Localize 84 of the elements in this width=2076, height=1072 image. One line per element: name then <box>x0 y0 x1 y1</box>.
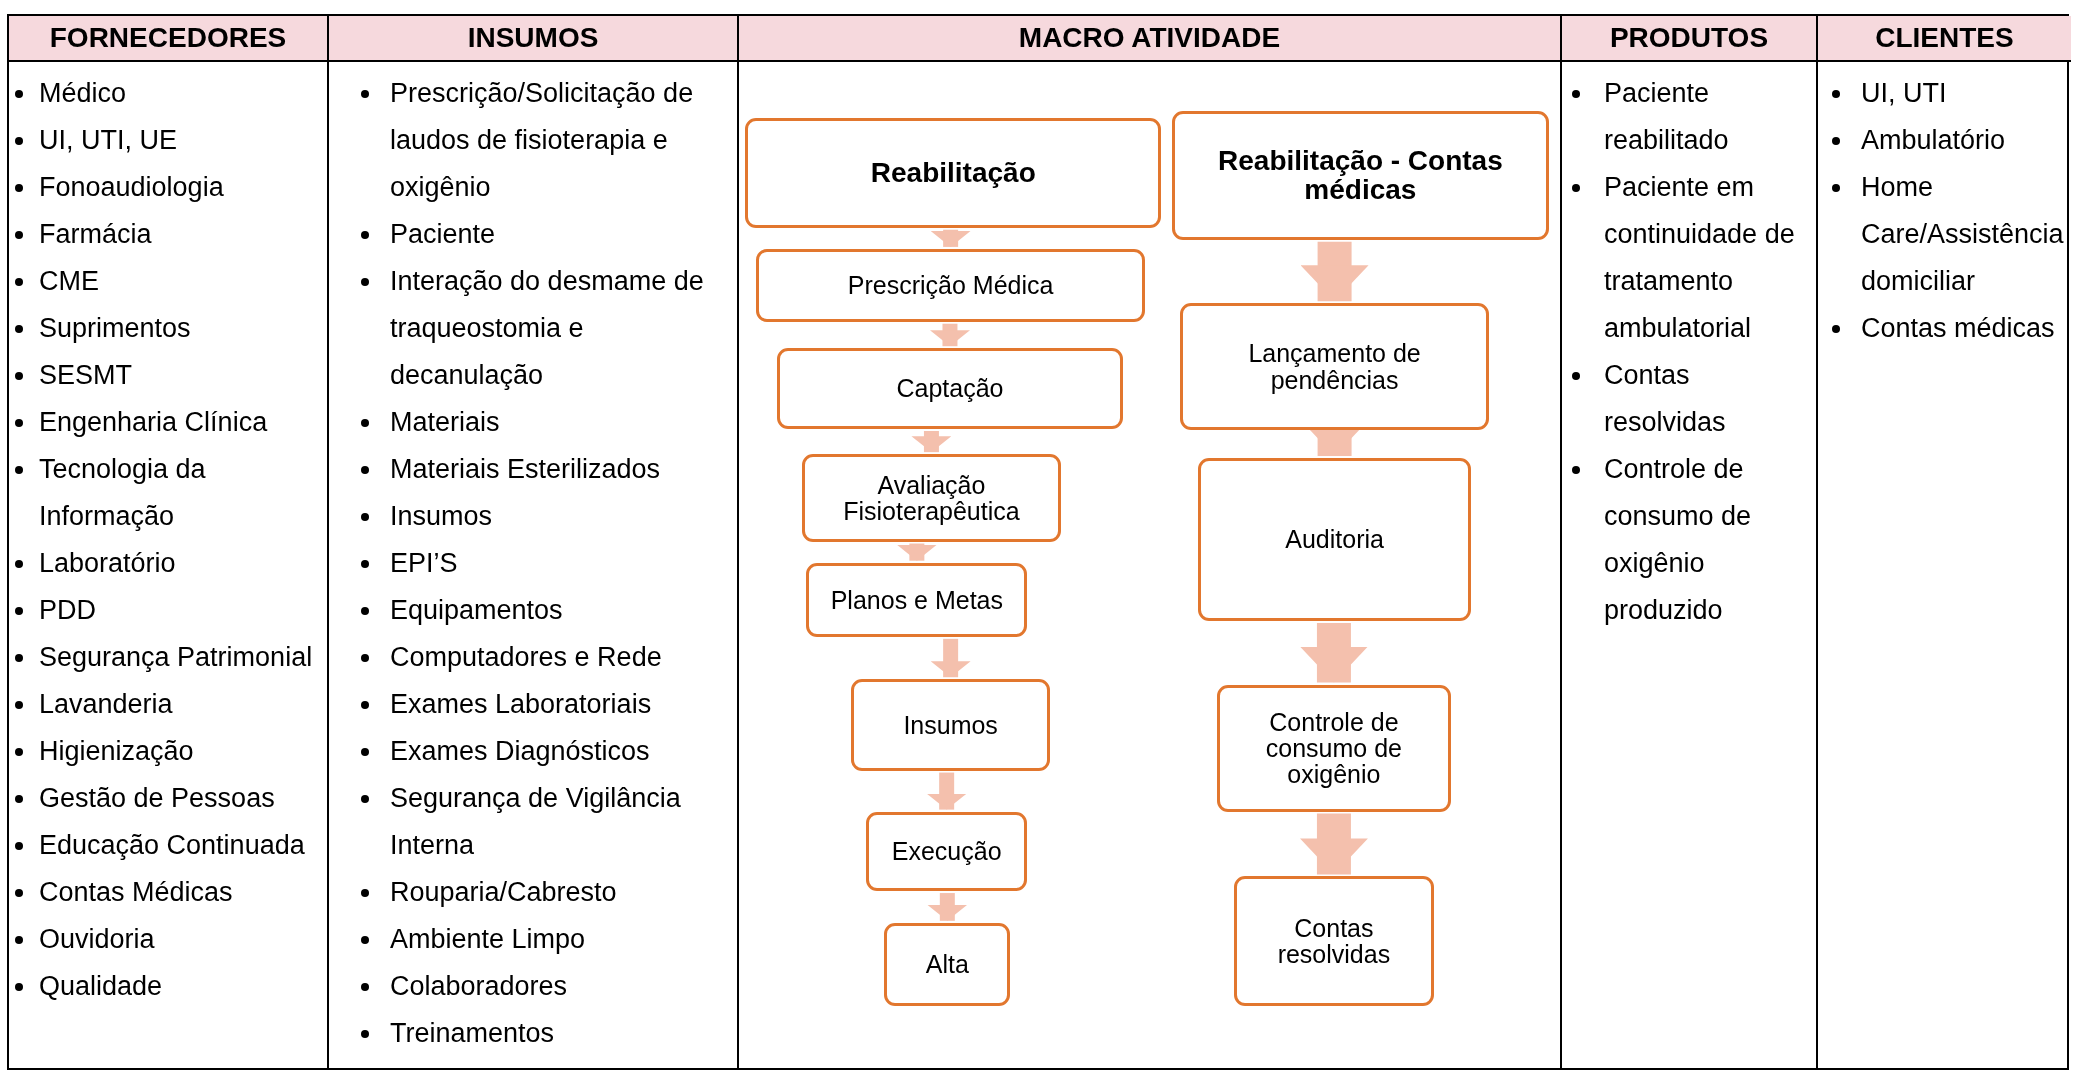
list-item: Materiais Esterilizados <box>329 446 737 493</box>
box-label: Reabilitação <box>870 158 1036 188</box>
list-item: UI, UTI, UE <box>9 117 327 164</box>
list-item: Home Care/Assistência domiciliar <box>1818 164 2071 305</box>
list-item: Computadores e Rede <box>329 634 737 681</box>
column-header: FORNECEDORES <box>49 22 287 54</box>
list-item: Exames Laboratoriais <box>329 681 737 728</box>
process-box <box>802 454 1061 542</box>
list-item: Treinamentos <box>329 1010 737 1057</box>
list-item: Fonoaudiologia <box>9 164 327 211</box>
list-item: Contas Médicas <box>9 869 327 916</box>
block-arrow <box>926 772 967 810</box>
block-arrow <box>911 431 952 453</box>
list-item: Materiais <box>329 399 737 446</box>
list-item: Engenharia Clínica <box>9 399 327 446</box>
process-box <box>1216 684 1452 812</box>
box-label: Lançamento de pendências <box>1247 340 1422 393</box>
list-item: Suprimentos <box>9 305 327 352</box>
column-header: PRODUTOS <box>1609 22 1769 54</box>
process-box <box>1179 303 1490 431</box>
box-label: Insumos <box>903 711 998 738</box>
list-item: Segurança de Vigilância Interna <box>329 775 737 869</box>
list-item: Ambiente Limpo <box>329 916 737 963</box>
block-arrow <box>1299 622 1368 683</box>
list-item: Exames Diagnósticos <box>329 728 737 775</box>
list-item: EPI’S <box>329 540 737 587</box>
list-item: Lavanderia <box>9 681 327 728</box>
column-header: CLIENTES <box>1875 22 2014 54</box>
box-label: Controle de consumo de oxigênio <box>1264 708 1403 788</box>
block-arrow <box>896 543 937 561</box>
list-item: Paciente <box>329 211 737 258</box>
list-item: Educação Continuada <box>9 822 327 869</box>
column-header: INSUMOS <box>467 22 599 54</box>
list-item: Paciente reabilitado <box>1562 70 1816 164</box>
box-label: Prescrição Médica <box>847 272 1054 299</box>
list-item: SESMT <box>9 352 327 399</box>
list-item: Insumos <box>329 493 737 540</box>
process-box <box>1233 876 1434 1007</box>
process-box <box>806 562 1028 637</box>
box-label: Planos e Metas <box>830 586 1003 613</box>
list-item: Ambulatório <box>1818 117 2071 164</box>
block-arrow <box>1299 813 1368 875</box>
list-item: Segurança Patrimonial <box>9 634 327 681</box>
box-label: Contas resolvidas <box>1276 915 1392 968</box>
block-arrow <box>927 893 968 921</box>
list-item: Contas médicas <box>1818 305 2071 352</box>
block-arrow <box>930 638 971 678</box>
process-box <box>756 248 1146 322</box>
box-label: Execução <box>891 838 1002 865</box>
process-box <box>851 679 1050 771</box>
list-item: Prescrição/Solicitação de laudos de fisioterapia e oxigênio <box>329 70 737 211</box>
list-item: PDD <box>9 587 327 634</box>
box-label: Avaliação Fisioterapêutica <box>842 471 1021 525</box>
list-item: Tecnologia da Informação <box>9 446 327 540</box>
list-item: Qualidade <box>9 963 327 1010</box>
list-item: Rouparia/Cabresto <box>329 869 737 916</box>
list-item: Contas resolvidas <box>1562 352 1816 446</box>
list-item: CME <box>9 258 327 305</box>
list-item: Higienização <box>9 728 327 775</box>
process-box <box>777 348 1123 429</box>
list-item: UI, UTI <box>1818 70 2071 117</box>
block-arrow <box>930 229 971 247</box>
block-arrow <box>929 323 970 347</box>
list-item: Farmácia <box>9 211 327 258</box>
list-item: Colaboradores <box>329 963 737 1010</box>
list-item: Equipamentos <box>329 587 737 634</box>
list-item: Laboratório <box>9 540 327 587</box>
box-label: Reabilitação - Contas médicas <box>1217 146 1504 205</box>
list-item: Interação do desmame de traqueostomia e decanulação <box>329 258 737 399</box>
list-item: Médico <box>9 70 327 117</box>
process-box <box>745 117 1162 228</box>
list-item: Controle de consumo de oxigênio produzido <box>1562 446 1816 634</box>
process-box <box>1198 458 1471 621</box>
list-item: Ouvidoria <box>9 916 327 963</box>
block-arrow <box>1300 241 1369 302</box>
list-item: Paciente em continuidade de tratamento ambulatorial <box>1562 164 1816 352</box>
process-box <box>865 811 1028 892</box>
process-box <box>1171 111 1550 240</box>
box-label: Captação <box>896 375 1004 402</box>
process-box <box>884 922 1011 1007</box>
list-item: Gestão de Pessoas <box>9 775 327 822</box>
box-label: Alta <box>925 951 969 978</box>
column-header: MACRO ATIVIDADE <box>1018 22 1281 54</box>
box-label: Auditoria <box>1285 526 1384 553</box>
